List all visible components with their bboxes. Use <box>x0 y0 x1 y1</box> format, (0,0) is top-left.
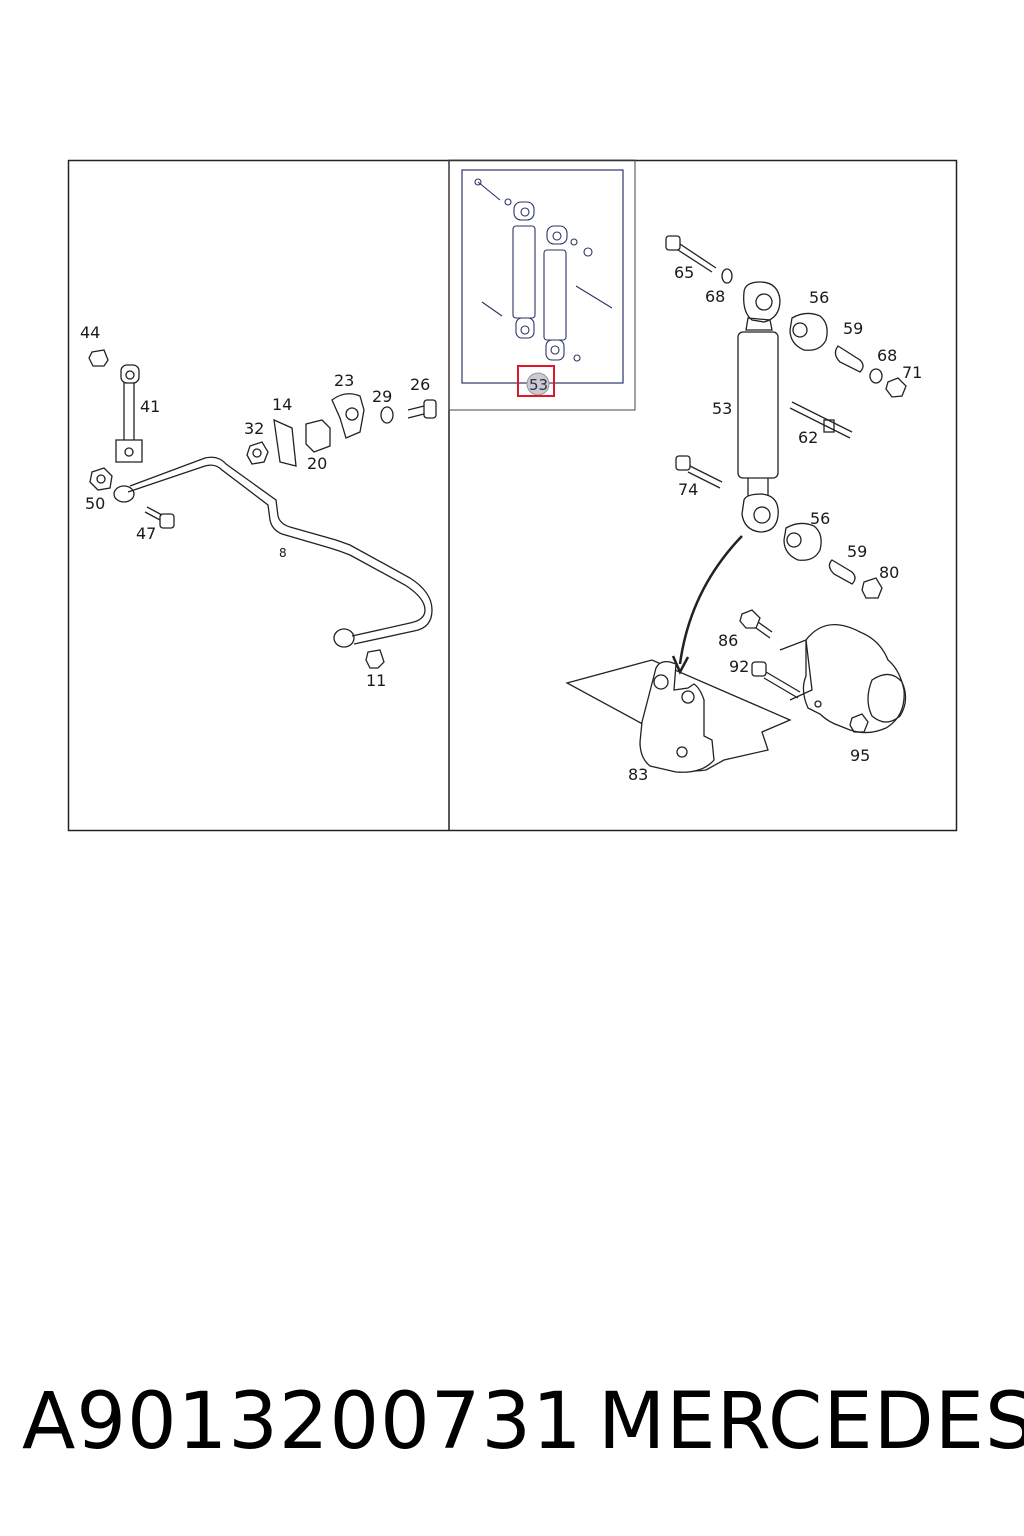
shock-assembly <box>565 235 907 773</box>
callout-80: 80 <box>879 563 899 582</box>
inset-shocks <box>474 178 613 362</box>
callout-62: 62 <box>798 428 818 447</box>
highlight-53-box <box>517 365 555 397</box>
stabilizer-assembly <box>88 349 437 669</box>
callout-20: 20 <box>307 454 327 473</box>
callout-74: 74 <box>678 480 698 499</box>
callout-56-lower: 56 <box>810 509 830 528</box>
callout-53: 53 <box>712 399 732 418</box>
callout-71: 71 <box>902 363 922 382</box>
callout-26: 26 <box>410 375 430 394</box>
inset-inner-frame <box>461 169 624 384</box>
callout-92: 92 <box>729 657 749 676</box>
callout-86: 86 <box>718 631 738 650</box>
callout-47: 47 <box>136 524 156 543</box>
callout-11: 11 <box>366 671 386 690</box>
callout-23: 23 <box>334 371 354 390</box>
highlight-53[interactable]: 53 <box>517 365 555 397</box>
stabilizer-bar <box>127 464 426 637</box>
part-number: A9013200731 <box>22 1377 583 1467</box>
callout-83: 83 <box>628 765 648 784</box>
parts-diagram: 53 <box>67 159 958 832</box>
callout-44: 44 <box>80 323 100 342</box>
callout-68-right-washer: 68 <box>877 346 897 365</box>
inset-frame <box>448 159 636 411</box>
callout-8: 8 <box>279 546 287 560</box>
callout-50: 50 <box>85 494 105 513</box>
callout-32: 32 <box>244 419 264 438</box>
highlight-53-label: 53 <box>529 376 548 394</box>
callout-labels: 44 41 50 47 32 14 20 23 29 26 8 11 65 68… <box>80 263 922 784</box>
callout-59-lower: 59 <box>847 542 867 561</box>
callout-59-upper: 59 <box>843 319 863 338</box>
callout-29: 29 <box>372 387 392 406</box>
callout-68-upper-washer: 68 <box>705 287 725 306</box>
product-caption: A9013200731 MERCEDES <box>0 1372 1024 1482</box>
callout-65: 65 <box>674 263 694 282</box>
callout-14: 14 <box>272 395 292 414</box>
callout-56-upper: 56 <box>809 288 829 307</box>
callout-95: 95 <box>850 746 870 765</box>
manufacturer-name: MERCEDES <box>598 1377 1024 1467</box>
callout-41: 41 <box>140 397 160 416</box>
